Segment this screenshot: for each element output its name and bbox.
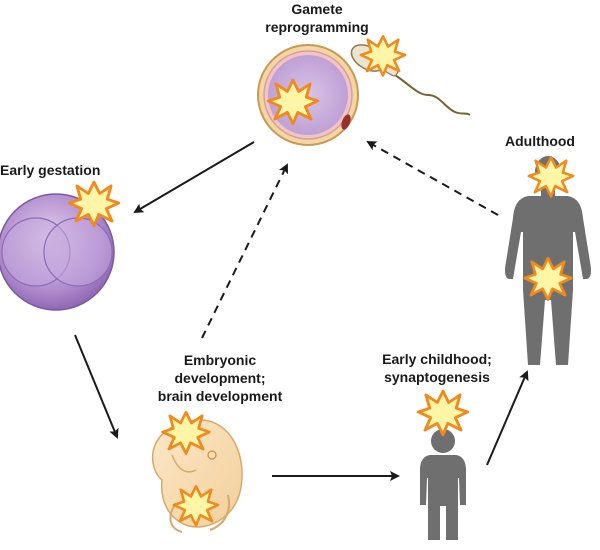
starburst-icon [172,485,220,527]
label-embryonic-development: Embryonic development; brain development [157,352,283,404]
sperm-icon [350,44,471,116]
arrow-gamete-to-gestation [133,141,255,214]
arrow-gestation-to-embryonic [74,334,119,439]
label-gamete-reprogramming: Gamete reprogramming [265,1,369,35]
label-early-gestation: Early gestation [0,162,101,178]
starburst-icon [266,78,320,126]
arrow-childhood-to-adulthood [486,370,529,466]
starburst-icon [527,156,575,198]
label-early-childhood: Early childhood; synaptogenesis [382,351,492,385]
arrow-embryonic-to-gamete-dashed [201,163,288,339]
starburst-icon [161,410,211,455]
starburst-icon [416,389,470,437]
child-silhouette-icon [420,429,466,540]
starburst-icon [67,180,121,228]
label-adulthood: Adulthood [505,133,575,149]
starburst-icon [359,35,407,77]
starburst-icon [523,256,573,301]
arrow-adulthood-to-gamete-dashed [366,141,499,216]
